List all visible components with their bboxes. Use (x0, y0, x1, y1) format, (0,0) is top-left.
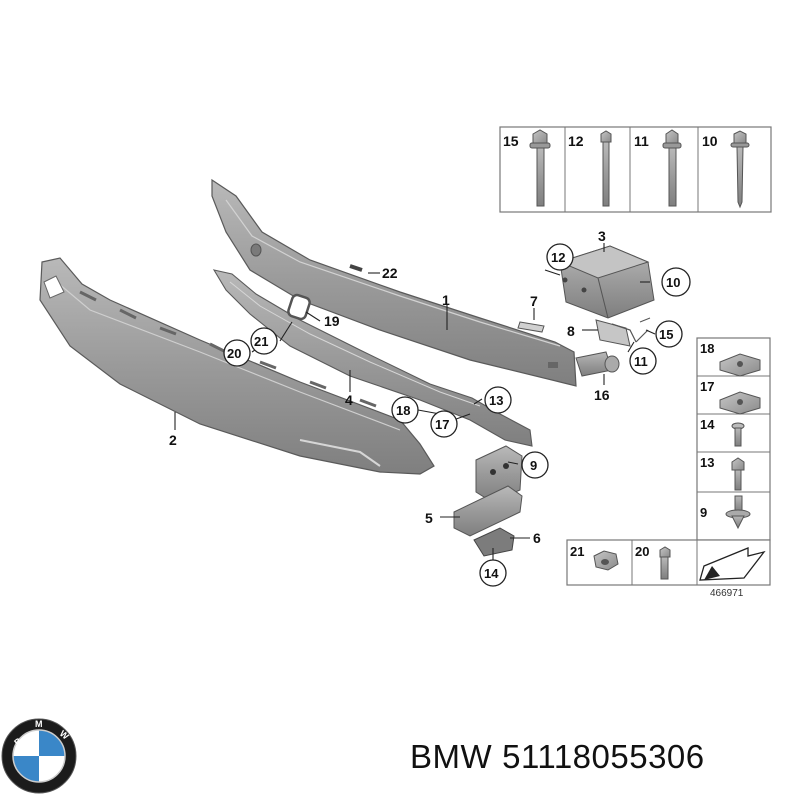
label-part-4: 4 (345, 392, 353, 408)
bolt-20-icon (659, 546, 671, 580)
label-fastener-9: 9 (700, 505, 707, 520)
label-part-11: 11 (634, 354, 648, 369)
leader-lines (174, 243, 656, 561)
label-part-9: 9 (530, 458, 537, 473)
label-part-5: 5 (425, 510, 433, 526)
label-part-14: 14 (484, 566, 499, 581)
bottom-box: 21 20 (566, 539, 771, 586)
caption-part-number: 51118055306 (502, 738, 705, 775)
bolt-13-icon (731, 457, 745, 491)
bolt-9-icon (725, 495, 751, 530)
label-part-7: 7 (530, 293, 538, 309)
label-part-18: 18 (396, 403, 410, 418)
label-part-21: 21 (254, 334, 268, 349)
label-box-21: 21 (570, 544, 584, 559)
part-labels: 1 2 3 4 5 6 7 8 9 10 11 12 13 14 15 16 1… (169, 228, 680, 581)
label-part-1: 1 (442, 292, 450, 308)
label-fastener-14: 14 (700, 417, 715, 432)
part-3-bracket (558, 245, 655, 319)
bolt-10-icon (730, 130, 750, 209)
part-6-cover (473, 527, 515, 557)
arrow-icon (699, 547, 766, 581)
label-bolt-10: 10 (702, 133, 718, 149)
reference-number: 466971 (710, 588, 744, 599)
svg-text:M: M (35, 719, 43, 729)
label-part-13: 13 (489, 393, 503, 408)
bolt-11-icon (662, 129, 682, 207)
part-8-bracket (595, 317, 651, 347)
part-16-bracket (575, 351, 620, 377)
callout-circles (223, 243, 691, 587)
caption-brand: BMW (410, 738, 493, 775)
label-bolt-15: 15 (503, 133, 519, 149)
part-7-clip (517, 321, 545, 333)
bmw-logo-icon: B M W (1, 718, 77, 794)
clip-nut-18-icon (719, 353, 761, 377)
fastener-column: 18 17 14 13 9 (696, 337, 771, 541)
svg-text:B: B (12, 736, 24, 748)
part-1-bumper-carrier (211, 178, 577, 387)
bolt-box: 15 12 11 10 (499, 126, 772, 213)
label-part-10: 10 (666, 275, 680, 290)
label-bolt-11: 11 (634, 133, 649, 149)
label-part-20: 20 (227, 346, 241, 361)
label-part-12: 12 (551, 250, 565, 265)
nut-21-icon (593, 550, 619, 571)
label-bolt-12: 12 (568, 133, 584, 149)
clip-nut-17-icon (719, 391, 761, 415)
label-part-17: 17 (435, 417, 449, 432)
part-4-strip (212, 269, 533, 447)
bolt-12-icon (600, 130, 612, 207)
label-part-19: 19 (324, 313, 340, 329)
label-part-16: 16 (594, 387, 610, 403)
label-part-2: 2 (169, 432, 177, 448)
label-part-3: 3 (598, 228, 606, 244)
label-part-22: 22 (382, 265, 398, 281)
label-part-8: 8 (567, 323, 575, 339)
label-box-20: 20 (635, 544, 649, 559)
label-part-6: 6 (533, 530, 541, 546)
label-fastener-18: 18 (700, 341, 714, 356)
label-fastener-17: 17 (700, 379, 714, 394)
label-fastener-13: 13 (700, 455, 714, 470)
screw-14-icon (731, 422, 745, 447)
label-part-15: 15 (659, 327, 673, 342)
bolt-15-icon (529, 129, 551, 207)
part-22-clip (349, 264, 363, 272)
part-5-bracket (453, 485, 523, 537)
